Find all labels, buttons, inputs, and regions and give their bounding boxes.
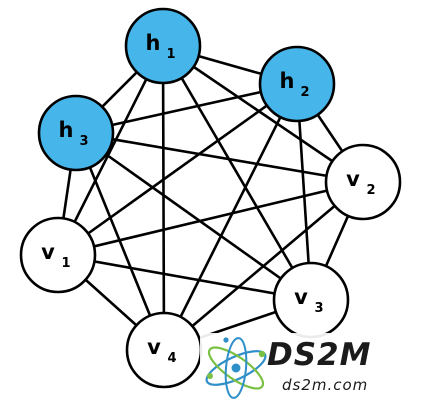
node-subscript-v2: 2 <box>366 183 375 198</box>
edge-v1-v2 <box>56 180 365 257</box>
edge-h1-v4 <box>161 44 166 352</box>
node-subscript-h3: 3 <box>79 134 88 149</box>
edge-v2-v4 <box>162 180 365 352</box>
watermark: DS2M ds2m.com <box>200 333 415 403</box>
node-circle-h3 <box>37 94 115 172</box>
watermark-url: ds2m.com <box>282 376 368 394</box>
node-circle-h2 <box>258 45 336 123</box>
edge-h3-v3 <box>74 131 313 302</box>
node-subscript-h2: 2 <box>300 85 309 100</box>
node-subscript-v4: 4 <box>167 351 176 366</box>
node-label-h3: h <box>59 118 74 142</box>
node-label-h2: h <box>280 69 295 93</box>
node-subscript-v3: 3 <box>314 301 323 316</box>
node-label-v3: v <box>294 285 308 309</box>
node-circle-v2 <box>324 143 402 221</box>
node-subscript-v1: 1 <box>61 256 70 271</box>
edge-h3-v4 <box>74 131 166 352</box>
edge-h1-v3 <box>161 44 313 302</box>
node-label-v2: v <box>346 167 360 191</box>
edge-h2-v1 <box>56 82 299 257</box>
edge-v1-v3 <box>56 253 313 302</box>
edge-h3-v2 <box>74 131 365 184</box>
node-label-v1: v <box>41 240 55 264</box>
atom-logo-icon <box>205 337 267 399</box>
edge-h1-v2 <box>161 44 365 184</box>
node-circle-v1 <box>19 216 97 294</box>
watermark-title: DS2M <box>267 337 371 373</box>
node-subscript-h1: 1 <box>166 47 175 62</box>
edge-h1-v1 <box>56 44 165 257</box>
edge-h2-v4 <box>162 82 299 352</box>
node-circle-v4 <box>125 311 203 389</box>
node-circle-v3 <box>272 261 350 339</box>
node-circle-h1 <box>124 7 202 85</box>
node-label-h1: h <box>146 31 161 55</box>
node-label-v4: v <box>147 335 161 359</box>
